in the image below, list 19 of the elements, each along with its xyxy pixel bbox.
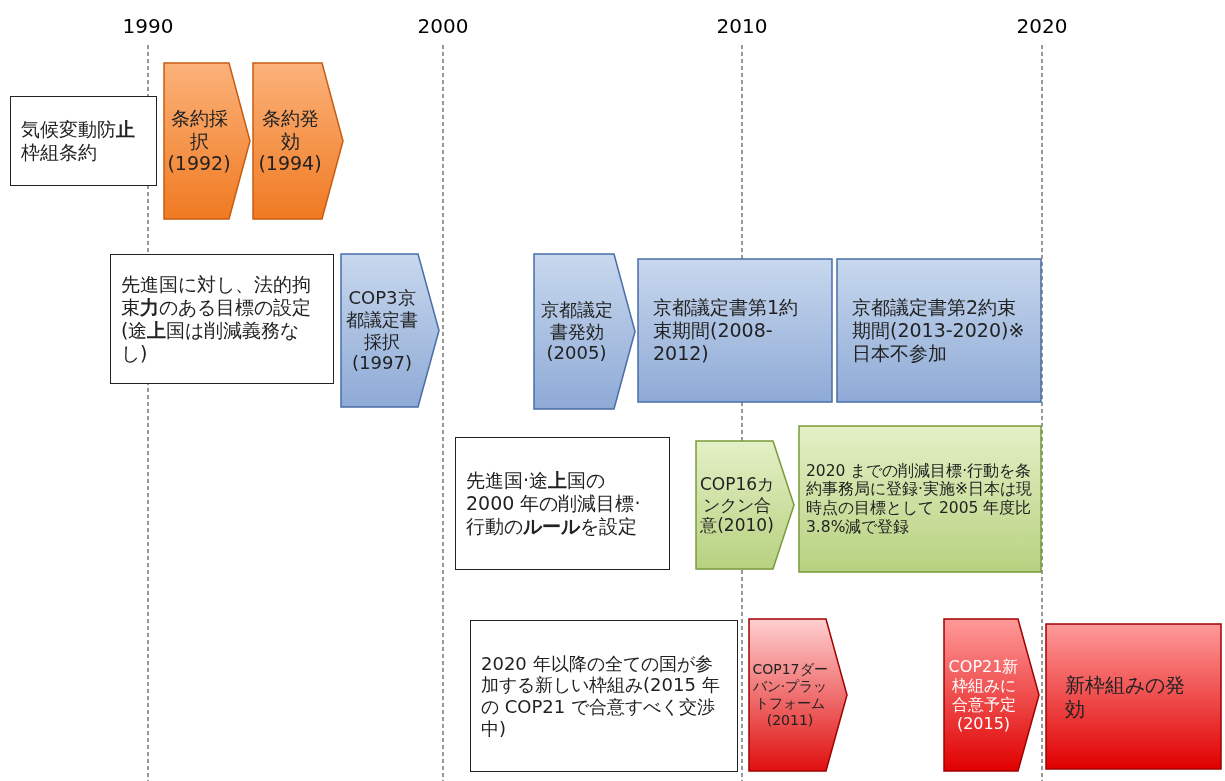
note-box: 2020 年以降の全ての国が参加する新しい枠組み(2015 年の COP21 で合意すべく交渉中): [470, 620, 738, 772]
chevron-box: COP16カンクン合意(2010): [695, 440, 795, 570]
year-label: 1990: [122, 14, 174, 38]
note-box: 気候変動防止枠組条約: [10, 96, 157, 186]
year-label: 2020: [1016, 14, 1068, 38]
chevron-box: 条約発効(1994): [252, 62, 344, 220]
period-box: 新枠組みの発効: [1045, 623, 1222, 770]
year-label: 2010: [716, 14, 768, 38]
note-box: 先進国に対し、法的拘束力のある目標の設定(途上国は削減義務なし): [110, 254, 334, 384]
period-box: 京都議定書第1約束期間(2008-2012): [637, 258, 833, 403]
chevron-box: 京都議定書発効(2005): [533, 253, 636, 410]
chevron-box: 条約採択(1992): [163, 62, 251, 220]
year-label: 2000: [417, 14, 469, 38]
period-box: 京都議定書第2約束期間(2013-2020)※日本不参加: [836, 258, 1042, 403]
period-box: 2020 までの削減目標·行動を条約事務局に登録·実施※日本は現時点の目標として 2005 年度比 3.8%減で登録: [798, 425, 1042, 573]
chevron-box: COP3京都議定書採択(1997): [340, 253, 440, 408]
note-box: 先進国·途上国の 2000 年の削減目標·行動のルールを設定: [455, 437, 670, 570]
chevron-box: COP17ダーバン·プラットフォーム(2011): [748, 618, 848, 772]
chevron-box: COP21新枠組みに合意予定(2015): [943, 618, 1040, 772]
